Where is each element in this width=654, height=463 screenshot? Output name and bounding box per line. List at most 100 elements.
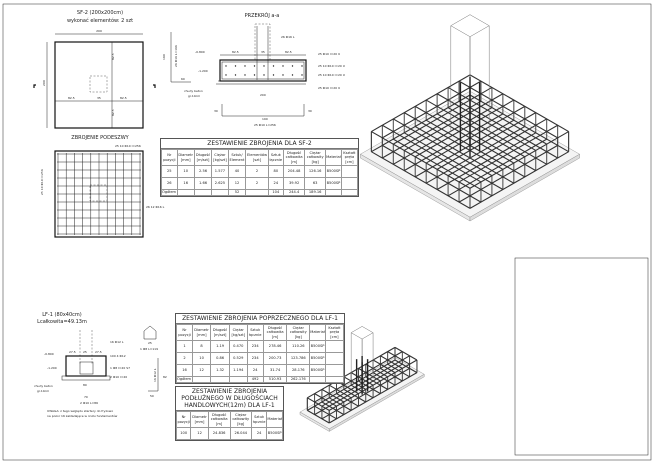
table-cell: 25 (161, 165, 178, 178)
rebar (436, 112, 537, 170)
table-cell (324, 352, 345, 365)
table-cell: 28.176 (286, 364, 311, 377)
column (450, 14, 490, 38)
column-header: Długość całkowita [m] (282, 149, 306, 166)
bar-label-bottom: 26 12 Φ16 L (146, 205, 165, 209)
table-cell: 0.529 (228, 352, 248, 365)
table-cell: 24.836 (207, 427, 231, 440)
rebar (414, 119, 515, 178)
column-header: Ciężar całkowity [kg] (229, 411, 252, 428)
table-cell: 1.194 (228, 364, 248, 377)
sheet-border (2, 3, 652, 461)
lf1-note-1: UWAGA: z tego względu startery do fryzow… (47, 409, 113, 413)
side-bar-label: 16 Φ12 L (153, 368, 157, 382)
table-cell (324, 364, 345, 377)
rebar (392, 86, 493, 145)
title-block (514, 257, 649, 456)
rebar (365, 363, 388, 378)
column-header: Długość [m/szt] (193, 149, 213, 166)
level-bottom: -1.200 (198, 69, 208, 73)
table-cell: 40 (227, 165, 247, 178)
table-cell: 1.66 (193, 177, 213, 190)
rebar (371, 74, 471, 133)
rebar (469, 131, 569, 189)
total-cell: 104 (267, 189, 284, 196)
rebar (458, 80, 558, 139)
table-cell: 31.74 (262, 364, 288, 377)
dim-col: 35 (97, 96, 101, 100)
table-cell: 278.46 (262, 340, 288, 353)
dim-right: 82.5 (285, 50, 292, 54)
bar-r4: 25 Φ10 l=20 U (318, 86, 340, 90)
table-cell: B500SP (309, 364, 326, 377)
rebar (371, 131, 471, 189)
dim-base: 200 (260, 93, 266, 97)
table-lf1-longitudinal: ZESTAWIENIE ZBROJENIA PODŁUŻNEGO W DŁUGO… (175, 386, 284, 441)
sf2-3d-render (359, 14, 581, 222)
table-cell (340, 177, 359, 190)
table-cell: 1 (176, 340, 193, 353)
rebar (414, 126, 515, 184)
lean-concrete: chudy beton (184, 89, 203, 93)
rebar (469, 94, 569, 153)
column-header: Długość całkowita [m] (207, 411, 231, 428)
lf1-width: 70 (84, 395, 88, 399)
dim-bottom: 82.5 (111, 109, 115, 116)
dim-right: 82.5 (120, 96, 127, 100)
sf2-reinforcement-plan: ZBROJENIE PODESZWY 25 10 Φ10 l=256 25 10… (40, 135, 165, 238)
rebar (425, 99, 526, 158)
bar-label-top: 25 10 Φ10 l=256 (115, 144, 141, 148)
column (350, 326, 374, 340)
lf1-level-top: -0.800 (44, 352, 54, 356)
rebar (387, 351, 410, 365)
lf1-bar-long: 100 4 Φ12 (110, 354, 126, 358)
level-top: -0.800 (195, 50, 205, 54)
rebar (394, 346, 418, 361)
section-mark-left (33, 84, 36, 88)
lf1-dim-3: 27.5 (95, 350, 102, 354)
table-cell: 80 (267, 165, 284, 178)
rebar (469, 74, 569, 133)
table-cell: 10 (191, 352, 212, 365)
stirrup-detail-label: 1 Φ8 L=119 (140, 347, 158, 351)
sf2-subtitle: wykonać elementów: 2 szt (67, 17, 133, 24)
dim-width: 200 (96, 29, 102, 33)
column-header: Kształt pręta [cm] (324, 324, 345, 341)
side-dim-left: 30 (214, 109, 218, 113)
side-dim-right: 30 (308, 109, 312, 113)
table-cell: 63 (304, 177, 327, 190)
table-cell: 200.73 (262, 352, 288, 365)
table-cell: B500SP (266, 427, 283, 440)
column-header: Diametr [mm] (191, 324, 212, 341)
rebar (382, 100, 482, 159)
table-cell: 1.19 (210, 340, 230, 353)
rebar (436, 132, 537, 190)
dim-left: 82.5 (68, 96, 75, 100)
rebar (425, 126, 526, 184)
table-cell: 0.86 (210, 352, 230, 365)
side-dim2: 82 (163, 375, 167, 379)
table-title: ZESTAWIENIE ZBROJENIA PODŁUŻNEGO W DŁUGO… (176, 387, 283, 411)
lf1-lean: chudy beton (34, 384, 53, 388)
table-cell: B500SP (325, 165, 342, 178)
side-dim: 50 (150, 394, 154, 398)
lf1-note-2: na pozor 16 zakładające w rzutu fundamen… (47, 414, 118, 418)
table-title: ZESTAWIENIE ZBROJENIA POPRZECZNEGO DLA L… (176, 314, 344, 324)
column-header: Ciężar [kg/szt] (228, 324, 248, 341)
section-title: PRZEKRÓJ a-a (245, 12, 280, 19)
column-header: Diametr [mm] (176, 149, 195, 166)
bar-label-side: 25 10 Φ10 l=256 (40, 169, 44, 195)
rebar (328, 384, 352, 399)
table-cell: 24 (267, 177, 284, 190)
column-outline (89, 75, 108, 93)
reinforcement-title: ZBROJENIE PODESZWY (71, 135, 129, 141)
lf1-dim-2: 25 (83, 350, 87, 354)
table-cell (340, 165, 359, 178)
lf1-bar-stirrup: 1 Φ8 l=20 S7 (110, 366, 130, 370)
table-cell: 2 (245, 165, 269, 178)
bar-r1: 25 Φ10 l=20 U (318, 52, 340, 56)
rebar (447, 138, 548, 197)
